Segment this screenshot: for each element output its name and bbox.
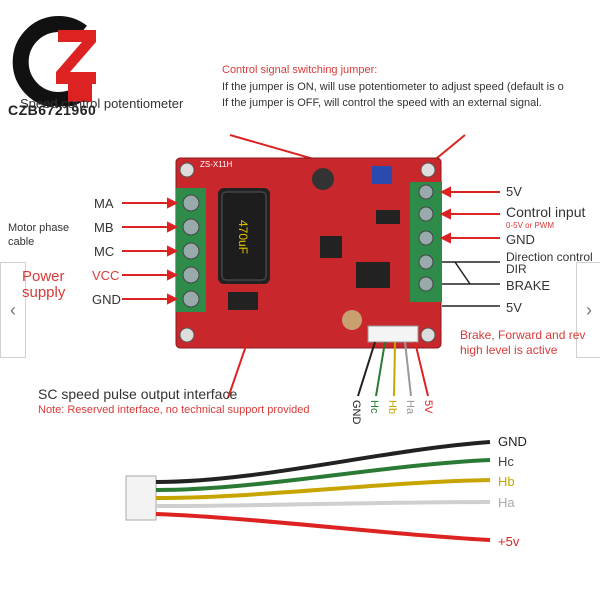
pin-5v: 5V [422, 400, 434, 414]
control-input-label: Control input [506, 204, 586, 220]
mc-label: MC [94, 244, 115, 259]
wire-hb: Hb [498, 474, 515, 489]
power-supply-label-2: supply [22, 284, 66, 301]
power-supply-label-1: Power [22, 268, 65, 285]
gnd-right-label: GND [506, 232, 535, 247]
brand-logo [12, 14, 104, 108]
dir-label: DIR [506, 262, 527, 276]
gnd-left-label: GND [92, 292, 121, 307]
vcc-label: VCC [92, 268, 120, 283]
5v-bottom-label: 5V [506, 300, 522, 315]
potentiometer-label: Speed control potentiometer [20, 96, 184, 111]
pin-hb: Hb [386, 400, 398, 415]
prev-image-button[interactable]: ‹ [0, 262, 26, 358]
5v-top-label: 5V [506, 184, 522, 199]
motor-phase-label-2: cable [8, 236, 35, 248]
mb-label: MB [94, 220, 114, 235]
ma-label: MA [94, 196, 114, 211]
chevron-right-icon: › [586, 299, 592, 320]
control-input-sub: 0-5V or PWM [506, 221, 555, 230]
jumper-title: Control signal switching jumper: [222, 64, 378, 76]
brake-label: BRAKE [506, 278, 551, 293]
pin-gnd: GND [350, 400, 362, 425]
sc-interface-note: Note: Reserved interface, no technical s… [38, 404, 310, 416]
wire-5v: +5v [498, 534, 520, 549]
wire-hc: Hc [498, 454, 514, 469]
logo-text: CZB6721960 [8, 102, 97, 118]
sc-interface-title: SC speed pulse output interface [38, 386, 238, 402]
pin-ha: Ha [404, 400, 416, 415]
brake-note-1: Brake, Forward and rev [460, 328, 586, 342]
wire-gnd: GND [498, 434, 527, 449]
direction-label: Direction control [506, 250, 593, 264]
wire-ha: Ha [498, 495, 515, 510]
brake-note-2: high level is active [460, 343, 558, 357]
chevron-left-icon: ‹ [10, 299, 16, 320]
next-image-button[interactable]: › [576, 262, 600, 358]
board-model: ZS-X11H [200, 160, 233, 169]
jumper-on-text: If the jumper is ON, will use potentiome… [222, 81, 564, 93]
motor-phase-label-1: Motor phase [8, 222, 70, 234]
pin-hc: Hc [368, 400, 380, 414]
capacitor-label: 470uF [236, 219, 251, 255]
jumper-off-text: If the jumper is OFF, will control the s… [222, 97, 542, 109]
